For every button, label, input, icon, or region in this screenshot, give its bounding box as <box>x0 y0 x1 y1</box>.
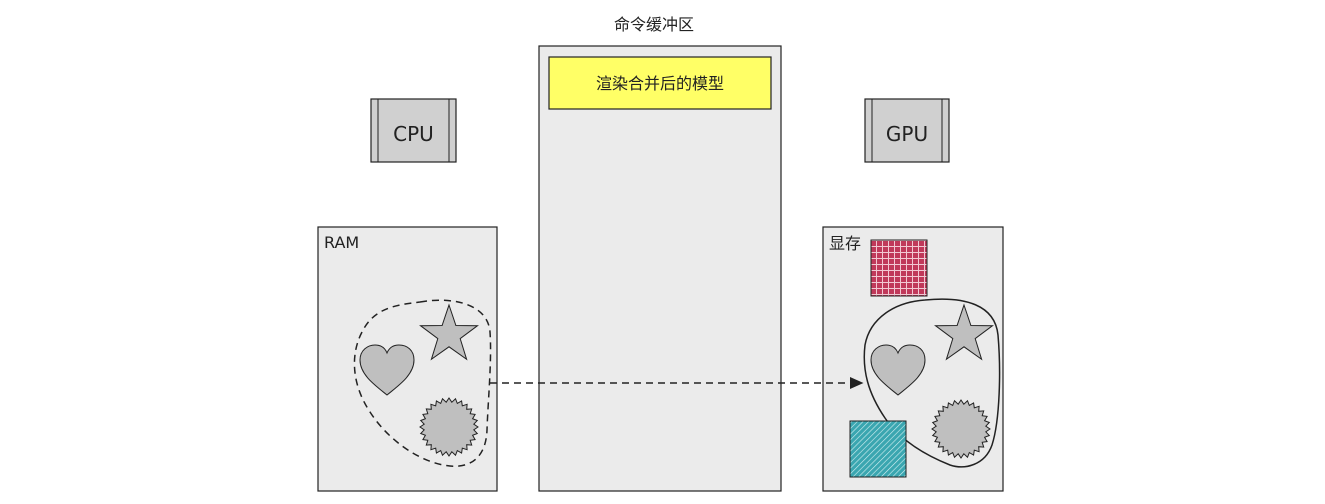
command-buffer-item <box>548 56 772 110</box>
heart-icon <box>870 344 926 396</box>
ram-label: RAM <box>324 233 359 252</box>
heart-icon <box>359 344 415 396</box>
gpu-label: GPU <box>886 122 928 146</box>
cpu-label: CPU <box>393 122 434 146</box>
gear-icon <box>931 399 991 459</box>
ram-group-outline <box>353 299 492 467</box>
texture-red-icon <box>870 239 928 297</box>
gpu-chip: GPU <box>864 98 950 163</box>
star-icon <box>419 303 479 361</box>
cpu-chip: CPU <box>370 98 457 163</box>
star-icon <box>934 303 994 361</box>
gear-icon <box>419 397 479 457</box>
command-buffer-label: 命令缓冲区 <box>614 15 694 34</box>
command-buffer-panel <box>538 45 782 492</box>
vram-label: 显存 <box>829 234 861 253</box>
command-buffer-item-label: 渲染合并后的模型 <box>596 74 724 93</box>
vram-group-outline <box>863 298 1001 468</box>
texture-teal-icon <box>849 420 907 478</box>
